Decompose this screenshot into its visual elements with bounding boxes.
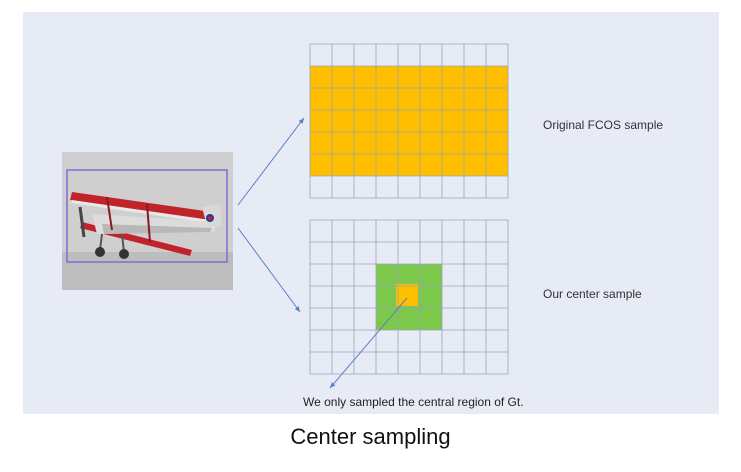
center-sample-label: Our center sample [543,287,642,301]
original-fcos-sample-label: Original FCOS sample [543,118,664,132]
center-sample-grid [309,219,509,375]
arrow-to-note [329,297,408,389]
arrow-to-note-head [330,382,336,388]
figure-caption: Center sampling [290,424,451,449]
biplane-photo [62,152,233,290]
biplane-illustration [62,152,233,290]
fcos-sample-grid [309,43,509,199]
fcos-positive-region [310,66,508,176]
center-core-region [396,284,418,306]
arrow-to-center-head [294,306,300,312]
ground-truth-box [66,169,228,263]
arrow-to-fcos [237,117,305,206]
arrows [237,117,408,389]
arrow-to-fcos-head [298,118,304,124]
arrow-to-center [237,227,301,313]
central-region-note: We only sampled the central region of Gt… [303,395,524,409]
